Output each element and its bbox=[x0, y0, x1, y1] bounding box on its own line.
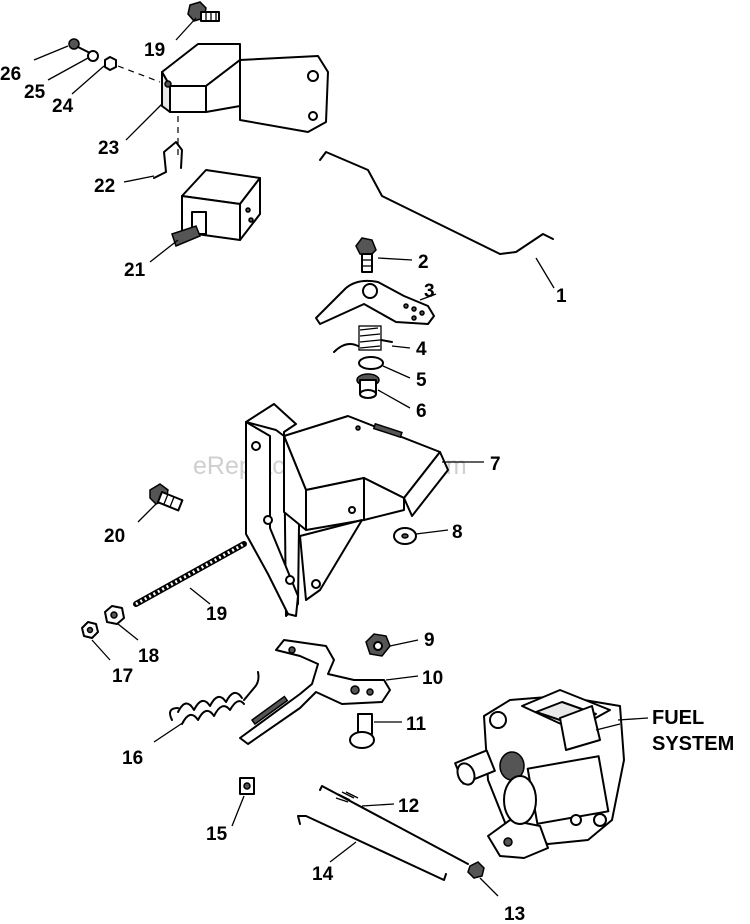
callout-22: 22 bbox=[94, 176, 115, 197]
callout-10: 10 bbox=[422, 668, 443, 689]
callout-18: 18 bbox=[138, 646, 159, 667]
callout-17: 17 bbox=[112, 666, 133, 687]
callout-5: 5 bbox=[416, 370, 427, 391]
part-6-bushing bbox=[356, 373, 380, 399]
callout-1: 1 bbox=[556, 286, 567, 307]
leader-lines bbox=[33, 17, 649, 897]
part-1-throttle-rod bbox=[319, 151, 554, 255]
part-25-washer bbox=[87, 50, 99, 62]
callout-2: 2 bbox=[418, 252, 429, 273]
part-2-screw bbox=[355, 237, 377, 273]
callout-20-top: 19 bbox=[144, 40, 165, 61]
part-11-pin bbox=[349, 713, 375, 749]
part-5-washer bbox=[358, 356, 384, 370]
callout-9: 9 bbox=[424, 630, 435, 651]
part-24-nut bbox=[104, 56, 117, 71]
part-4-spring bbox=[333, 325, 393, 353]
part-20-screw-mid bbox=[149, 483, 184, 512]
callout-25: 25 bbox=[24, 82, 46, 103]
part-17-nut bbox=[81, 621, 99, 639]
fuel-system-label-line2: SYSTEM bbox=[652, 733, 734, 755]
callout-labels: 19 26 25 24 23 22 21 1 2 3 4 5 6 7 8 20 … bbox=[0, 40, 734, 924]
part-18-nut bbox=[104, 605, 125, 625]
callout-11: 11 bbox=[406, 714, 427, 735]
callout-19: 19 bbox=[206, 604, 227, 625]
fuel-system-carburetor bbox=[454, 689, 625, 859]
part-8-washer bbox=[393, 527, 417, 545]
part-9-locknut bbox=[365, 633, 391, 657]
callout-12: 12 bbox=[398, 796, 419, 817]
callout-26: 26 bbox=[0, 64, 21, 85]
callout-21: 21 bbox=[124, 260, 146, 281]
callout-3: 3 bbox=[424, 281, 435, 302]
part-12-link-spring bbox=[319, 785, 469, 865]
part-19-threaded-rod bbox=[133, 541, 247, 607]
callout-7: 7 bbox=[490, 454, 501, 475]
part-10-control-lever bbox=[239, 639, 391, 745]
part-3-throttle-lever bbox=[315, 279, 435, 325]
part-15-cable-clip bbox=[239, 777, 255, 795]
callout-8: 8 bbox=[452, 522, 463, 543]
callout-14: 14 bbox=[312, 864, 334, 885]
callout-4: 4 bbox=[416, 339, 427, 360]
part-20-screw-top bbox=[187, 1, 220, 22]
part-21-solenoid bbox=[171, 169, 261, 248]
part-7-control-bracket bbox=[245, 403, 449, 617]
part-14-link-rod bbox=[297, 815, 447, 881]
part-22-clip bbox=[153, 141, 183, 179]
callout-16: 16 bbox=[122, 748, 143, 769]
callout-23: 23 bbox=[98, 138, 119, 159]
part-16-spring bbox=[169, 671, 260, 725]
part-26-screw bbox=[68, 38, 89, 53]
part-23-upper-bracket bbox=[161, 43, 329, 133]
part-13-small-fastener bbox=[467, 861, 485, 879]
fuel-system-label-line1: FUEL bbox=[652, 707, 704, 729]
callout-6: 6 bbox=[416, 401, 427, 422]
callout-20-mid: 20 bbox=[104, 526, 125, 547]
callout-13: 13 bbox=[504, 904, 525, 924]
callout-15: 15 bbox=[206, 824, 228, 845]
callout-24: 24 bbox=[52, 96, 74, 117]
